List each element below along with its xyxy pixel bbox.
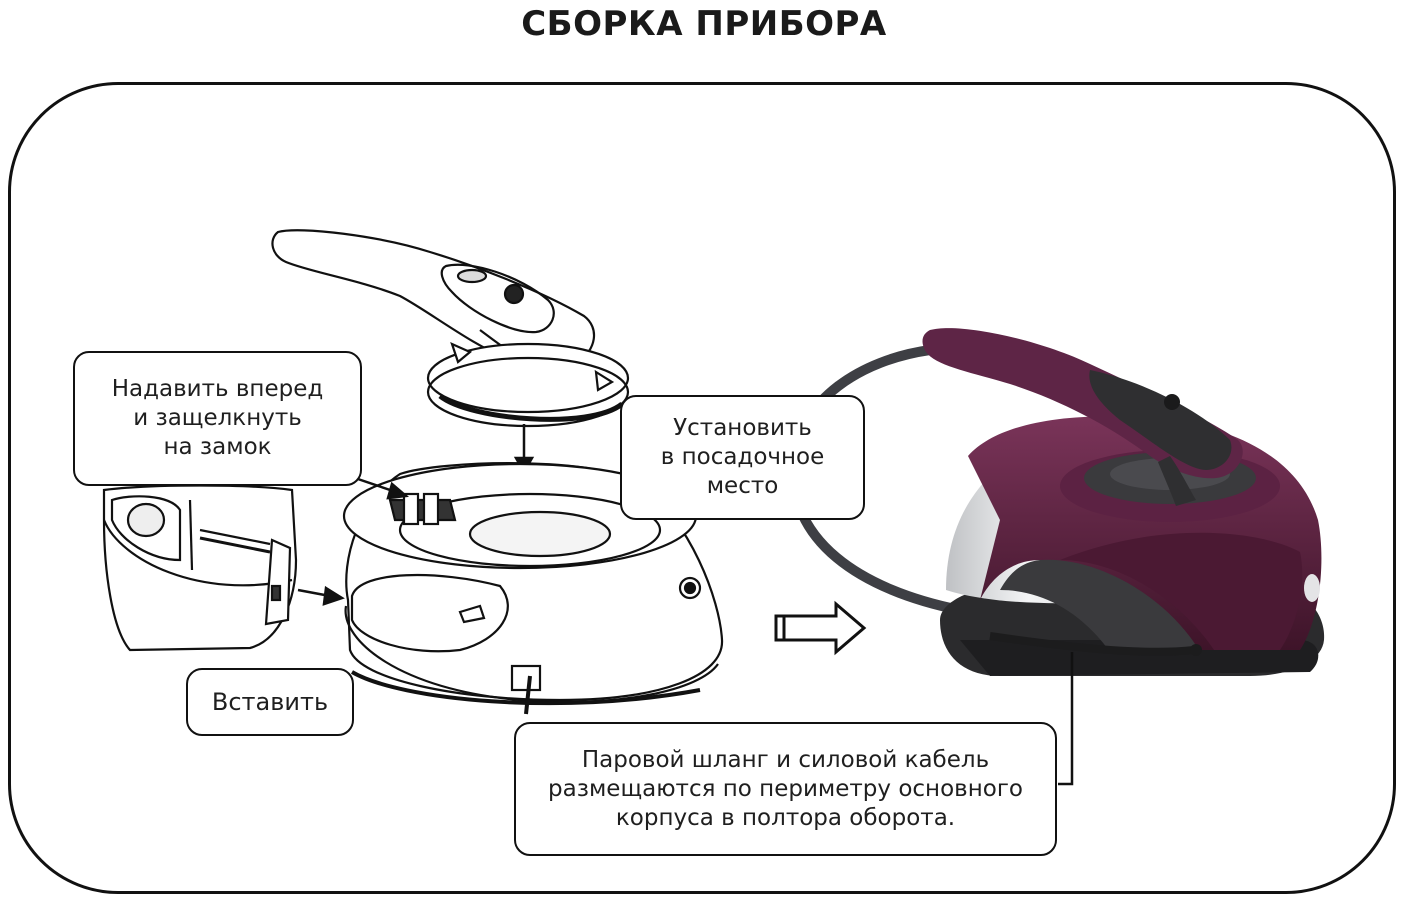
callout-hose-cable-line-1: Паровой шланг и силовой кабель	[581, 746, 990, 773]
callout-hose-cable-line-3: корпуса в полтора оборота.	[615, 804, 956, 831]
page-title: СБОРКА ПРИБОРА	[521, 4, 887, 44]
steam-station-photo	[788, 328, 1325, 676]
callout-insert: Вставить	[186, 668, 354, 736]
callout-press-lock-line-1: Надавить вперед	[111, 376, 324, 402]
callout-hose-cable-line-2: размещаются по периметру основного	[548, 775, 1023, 802]
base-body-drawing	[342, 462, 724, 715]
callout-press-lock-line-2: и защелкнуть	[133, 405, 302, 431]
callout-install-seat-line-1: Установить	[673, 415, 812, 441]
hose-callout-connector	[1058, 652, 1074, 786]
iron-handle-drawing	[271, 229, 630, 428]
water-tank-drawing	[102, 484, 298, 652]
arrow-press-lock	[351, 475, 409, 500]
callout-press-lock-line-3: на замок	[163, 434, 272, 460]
callout-install-seat-line-2: в посадочное	[660, 444, 825, 470]
rounded-frame	[8, 82, 1396, 894]
callout-press-lock: Надавить вперед и защелкнуть на замок	[73, 351, 362, 486]
result-arrow	[774, 600, 867, 656]
callout-insert-line-1: Вставить	[211, 687, 329, 716]
callout-hose-cable: Паровой шланг и силовой кабель размещают…	[514, 722, 1057, 856]
arrow-insert	[297, 585, 345, 606]
callout-install-seat-line-3: место	[706, 473, 779, 499]
callout-install-seat: Установить в посадочное место	[620, 395, 865, 520]
